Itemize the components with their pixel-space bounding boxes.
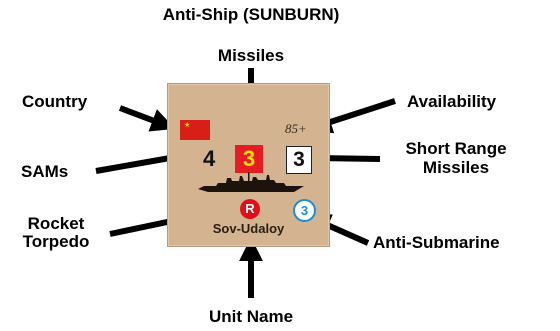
ship-silhouette-icon	[198, 172, 304, 192]
sam-value: 4	[203, 146, 216, 171]
unit-name-value: Sov-Udaloy	[212, 221, 285, 236]
label-country: Country	[22, 92, 88, 111]
label-short-range: Short Range Missiles	[383, 139, 529, 177]
arrow-availability	[307, 98, 396, 134]
unit-counter: ★ 85+ 4 3 3 R 3 Sov-Udaloy	[167, 83, 330, 247]
anti-ship-value: 3	[235, 145, 263, 173]
short-range-value: 3	[286, 146, 312, 174]
label-unit-name: Unit Name	[208, 307, 294, 326]
label-anti-ship-line1: Anti-Ship (SUNBURN)	[162, 5, 340, 24]
label-anti-ship-missiles: Missiles	[217, 46, 285, 65]
label-short-range-line2: Missiles	[422, 158, 490, 177]
flag-star-icon: ★	[184, 122, 191, 129]
anti-submarine-icon: 3	[293, 199, 316, 222]
label-rocket-torpedo: Rocket Torpedo	[14, 215, 98, 251]
availability-value: 85+	[285, 121, 307, 136]
label-availability: Availability	[407, 92, 497, 111]
arrow-country	[118, 105, 176, 132]
label-anti-submarine: Anti-Submarine	[373, 233, 500, 252]
label-rocket-torpedo-line2: Torpedo	[22, 232, 90, 251]
label-anti-ship: Anti-Ship (SUNBURN)	[150, 4, 352, 25]
label-sams: SAMs	[21, 162, 69, 181]
country-flag-icon: ★	[180, 120, 210, 140]
rocket-torpedo-icon: R	[240, 199, 260, 219]
label-rocket-torpedo-line1: Rocket	[27, 214, 85, 233]
label-short-range-line1: Short Range	[405, 139, 507, 158]
